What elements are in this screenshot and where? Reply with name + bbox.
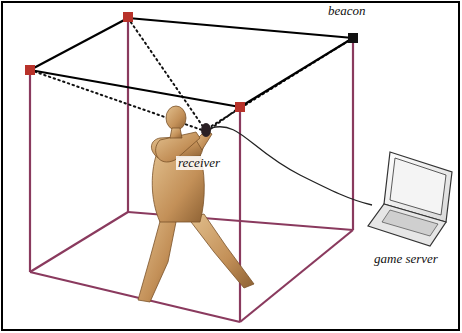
beacon-markers <box>25 12 358 112</box>
cube-edges <box>30 18 353 322</box>
receiver-device <box>201 123 211 137</box>
frame <box>2 2 459 330</box>
cable <box>211 127 372 205</box>
human-figure <box>138 106 254 302</box>
receiver-label: receiver <box>176 156 222 170</box>
server-label: game server <box>372 252 440 266</box>
cube-top <box>30 18 353 107</box>
beacon-rays <box>30 18 353 130</box>
beacon-label: beacon <box>326 4 368 18</box>
laptop <box>368 152 452 246</box>
